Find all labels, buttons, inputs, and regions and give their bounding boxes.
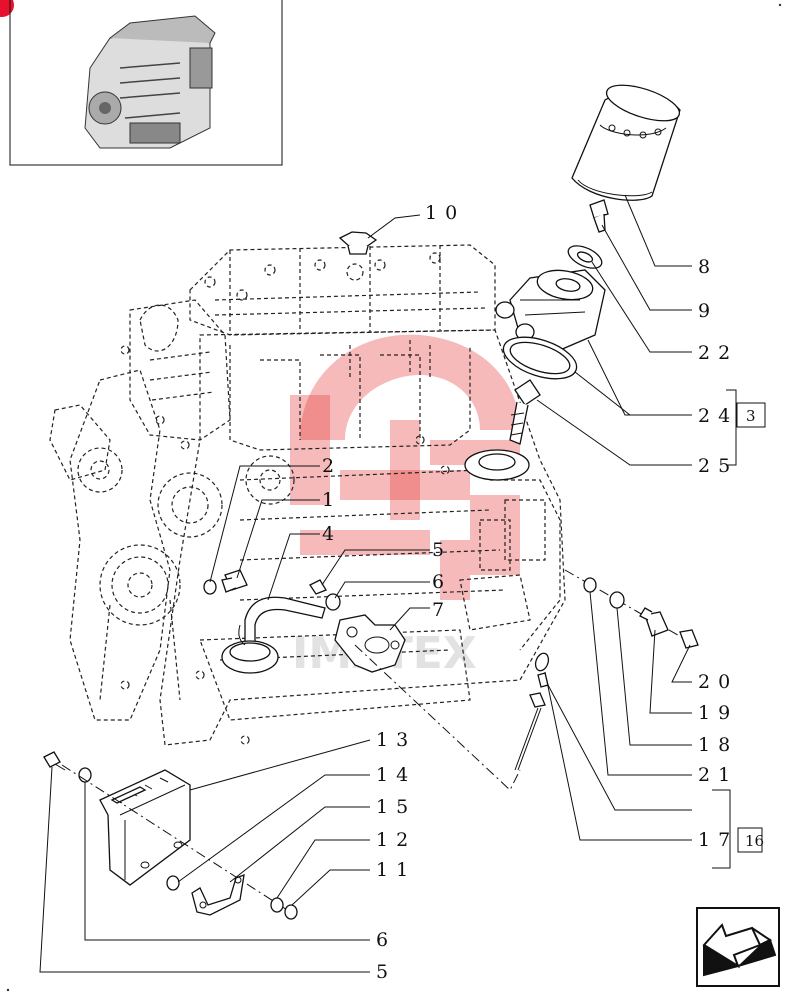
callout-7: 7 <box>432 599 452 621</box>
oil-suction-pipe <box>221 596 326 674</box>
callout-22: 22 <box>698 342 738 364</box>
threaded-connector <box>509 379 541 445</box>
callout-5-bottom: 5 <box>376 961 396 983</box>
bracket-screw <box>43 751 92 783</box>
callout-3: 3 <box>746 407 756 425</box>
drain-plug <box>203 569 248 595</box>
callout-1: 1 <box>322 489 342 511</box>
clamp-assembly <box>166 873 298 920</box>
callout-15: 15 <box>376 796 416 818</box>
mounting-bracket <box>99 769 191 886</box>
callout-13: 13 <box>376 729 416 751</box>
engine-block <box>49 244 566 746</box>
callout-25: 25 <box>698 455 738 477</box>
callout-9: 9 <box>698 300 718 322</box>
callout-2: 2 <box>322 455 342 477</box>
callout-21: 21 <box>698 764 738 786</box>
callout-6-bottom: 6 <box>376 929 396 951</box>
callout-12: 12 <box>376 829 416 851</box>
gasket <box>334 614 406 673</box>
callout-11: 11 <box>376 859 416 881</box>
callout-20: 20 <box>698 671 738 693</box>
callout-8: 8 <box>698 256 718 278</box>
engine-thumbnail-icon[interactable] <box>9 0 283 166</box>
callout-24: 24 <box>698 405 738 427</box>
o-ring <box>502 336 578 380</box>
filter-nipple <box>589 199 609 233</box>
sensor-assembly <box>564 569 699 649</box>
screw-and-washer <box>309 579 341 611</box>
callout-5-top: 5 <box>432 539 452 561</box>
watermark-logo-icon <box>290 334 520 600</box>
leader-lines <box>39 194 737 973</box>
dipstick <box>514 652 550 771</box>
seal-washer <box>567 245 603 269</box>
callout-10: 10 <box>425 202 465 224</box>
callout-19: 19 <box>698 702 738 724</box>
corner-badge <box>0 0 14 17</box>
callout-18: 18 <box>698 734 738 756</box>
callout-14: 14 <box>376 764 416 786</box>
callout-17: 17 <box>698 829 738 851</box>
adapter-plate <box>464 449 530 481</box>
oil-cooler <box>495 269 606 351</box>
callout-6-top: 6 <box>432 571 452 593</box>
callout-16: 16 <box>745 832 764 850</box>
next-page-arrow-icon[interactable] <box>696 907 780 987</box>
callout-16-box <box>737 827 763 853</box>
callout-3-box <box>736 402 766 428</box>
oil-filter <box>571 84 681 201</box>
oil-filler-cap <box>338 231 378 255</box>
callout-4: 4 <box>322 523 342 545</box>
